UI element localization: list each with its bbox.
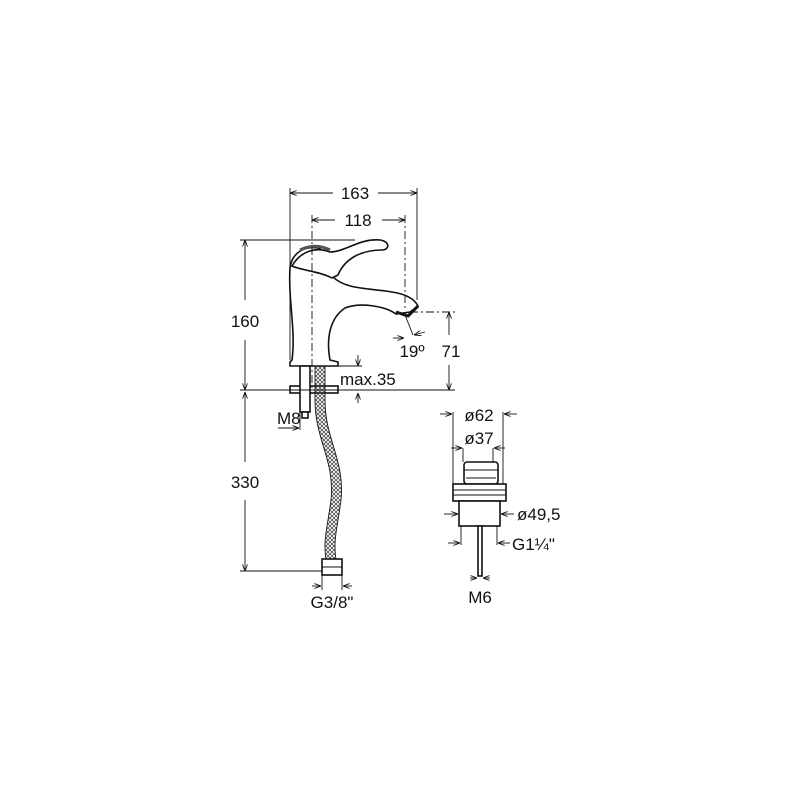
flexible-hose <box>315 366 342 561</box>
mounting-plate <box>289 385 339 394</box>
drain-rod <box>477 525 483 577</box>
dim-drain-body-diameter: ø49,5 <box>517 505 560 524</box>
faucet-handle <box>290 239 389 279</box>
dim-spout-height: 71 <box>442 342 461 361</box>
drain-flange <box>452 483 507 502</box>
threaded-stud <box>299 365 311 413</box>
dim-spout-angle: 19º <box>399 342 424 361</box>
dim-hose-thread: G3/8" <box>311 593 354 612</box>
dim-drain-cap-diameter: ø37 <box>464 429 493 448</box>
drain-drawing: ø62 ø37 ø49,5 G1¼" M6 <box>440 406 560 607</box>
dim-drain-thread: G1¼" <box>512 535 555 554</box>
drain-body <box>458 500 501 527</box>
dim-hose-length: 330 <box>231 473 259 492</box>
dim-stud-thread: M8 <box>277 409 301 428</box>
faucet-drawing: 163 118 160 330 71 19º max.35 M8 <box>231 184 461 612</box>
dim-height-total: 160 <box>231 312 259 331</box>
dim-drain-outer-diameter: ø62 <box>464 406 493 425</box>
dim-drain-rod-thread: M6 <box>468 588 492 607</box>
dim-width-spout: 118 <box>344 211 371 230</box>
dim-width-total: 163 <box>341 184 369 203</box>
dim-max-thickness: max.35 <box>340 370 396 389</box>
drain-cap <box>463 461 499 485</box>
